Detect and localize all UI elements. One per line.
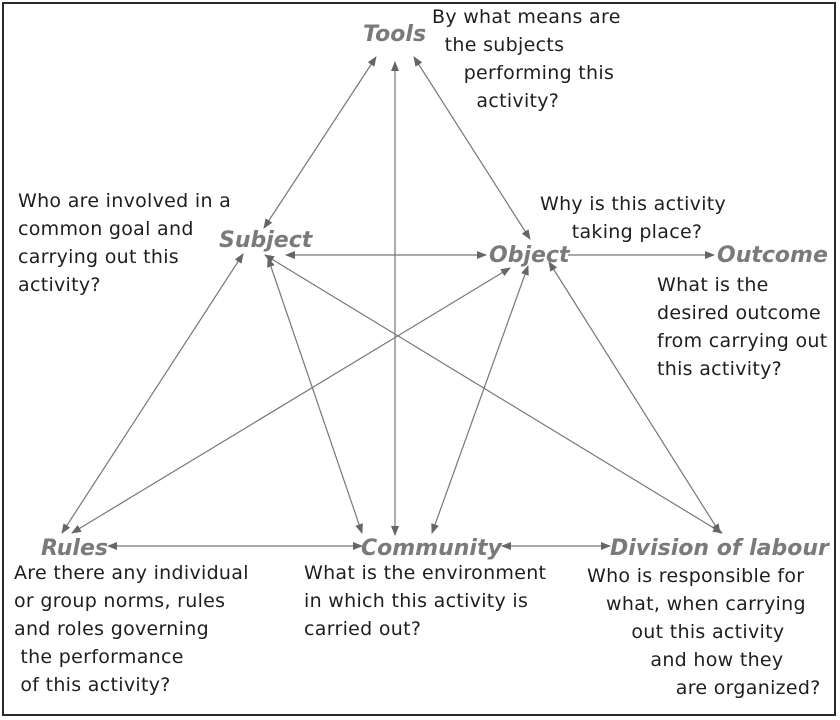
arrow-tools-subject — [263, 56, 377, 229]
question-object: Why is this activity taking place? — [540, 193, 727, 243]
node-community: Community — [361, 536, 502, 561]
arrow-object-community — [431, 265, 529, 534]
question-community: What is the environment in which this ac… — [304, 562, 547, 640]
question-outcome: What is the desired outcome from carryin… — [657, 274, 828, 380]
arrow-object-rules — [71, 267, 511, 534]
node-rules: Rules — [41, 536, 108, 561]
node-subject: Subject — [219, 228, 313, 253]
question-tools: By what means are the subjects performin… — [432, 6, 621, 112]
arrow-subject-division — [264, 254, 723, 534]
question-rules: Are there any individual or group norms,… — [14, 562, 249, 696]
node-object: Object — [489, 243, 570, 268]
arrow-object-division — [548, 261, 721, 534]
arrow-subject-community — [267, 257, 363, 534]
node-tools: Tools — [363, 22, 427, 47]
question-division-of-labour: Who is responsible for what, when carryi… — [587, 565, 821, 699]
arrow-tools-object — [413, 56, 531, 240]
node-outcome: Outcome — [717, 243, 828, 268]
question-subject: Who are involved in a common goal and ca… — [18, 190, 232, 296]
node-division-of-labour: Division of labour — [610, 536, 829, 561]
